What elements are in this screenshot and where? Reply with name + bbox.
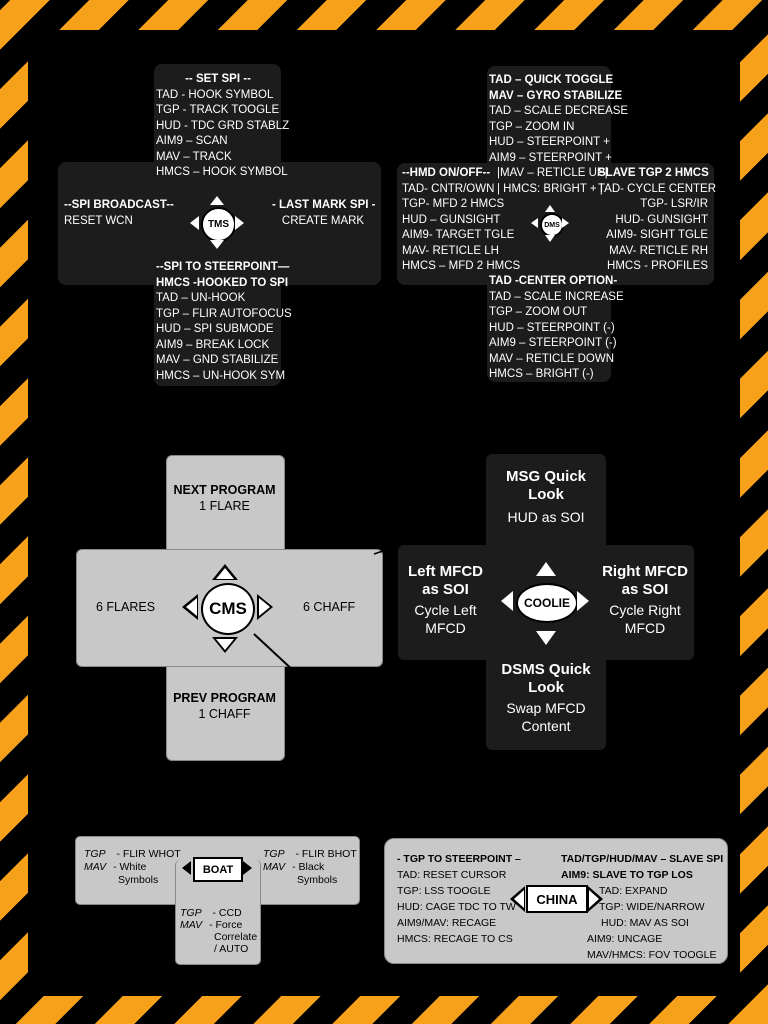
boat-center-text: TGP - CCD MAV - Force Correlate / AUTO [180, 907, 258, 955]
coolie-down-text: DSMS Quick Look Swap MFCD Content [501, 661, 591, 734]
boat-center-label: CENTER [196, 967, 238, 978]
coolie-up-text: MSG Quick Look HUD as SOI [505, 468, 587, 525]
china-aft-label: AFT [396, 818, 420, 832]
cms-depress-text: (CMS DEPRESS) ECM ON/OFF ACTIVATE PROGRA… [304, 687, 432, 733]
cms-down-arrow-fill [216, 639, 234, 650]
tms-hat-button[interactable]: TMS [201, 207, 236, 242]
coolie-top-leader-line [373, 545, 399, 555]
china-left-text: - TGP TO STEERPOINT – TAD: RESET CURSOR … [397, 853, 521, 945]
boat-hat-label: BOAT [202, 863, 234, 876]
tms-right-label: RIGHT [328, 144, 369, 159]
cms-down-text: PREV PROGRAM 1 CHAFF [173, 691, 276, 721]
boat-right-text: TGP - FLIR BHOT MAV - Black Symbols [263, 848, 357, 886]
dms-left-arrow-icon [531, 218, 538, 228]
cms-right-arrow-fill [259, 598, 270, 616]
coolie-left-label: LEFT [406, 524, 441, 540]
coolie-up-arrow-icon [536, 562, 556, 576]
cms-hat-button[interactable]: CMS [201, 583, 255, 635]
dms-up-text: TAD – QUICK TOGGLE MAV – GYRO STABILIZE … [489, 74, 629, 164]
cms-right-text: 6 CHAFF [303, 600, 356, 614]
coolie-hat-label: COOLIE [523, 596, 570, 610]
dms-right-arrow-icon [562, 218, 569, 228]
coolie-left-arrow-icon [501, 591, 513, 611]
tms-forward-label: FORWARD [178, 46, 245, 61]
cms-left-text: 6 FLARES [96, 600, 156, 614]
coolie-down-arrow-icon [536, 631, 556, 645]
dms-hat-button[interactable]: DMS [540, 213, 564, 237]
dms-up-arrow-icon [545, 205, 555, 212]
cms-left-arrow-fill [186, 598, 197, 616]
coolie-up-label: UP [531, 433, 551, 449]
tms-right-arrow-icon [235, 216, 244, 230]
tms-left-label: LEFT [68, 144, 101, 159]
china-hat-label: CHINA [536, 891, 578, 907]
dms-mid-text: |MAV – RETICLE UP| | HMCS: BRIGHT + | [497, 167, 608, 195]
tms-left-text: --SPI BROADCAST-- RESET WCN [64, 199, 174, 227]
tms-aft-label: AFT [205, 388, 231, 403]
coolie-down-label: DOWN [521, 753, 566, 769]
coolie-right-label: RIGHT [629, 524, 673, 540]
boat-leader-line [216, 813, 228, 837]
coolie-hat-button[interactable]: COOLIE [516, 583, 578, 623]
dms-forward-label: FORWARD [512, 49, 579, 64]
tms-hat-label: TMS [207, 219, 230, 230]
china-right-text: TAD/TGP/HUD/MAV – SLAVE SPI AIM9: SLAVE … [561, 853, 724, 961]
cms-forward-label: FORWARD [181, 436, 254, 452]
china-hat-button[interactable]: CHINA [526, 885, 588, 913]
tms-down-arrow-icon [210, 240, 224, 249]
dms-down-arrow-icon [545, 235, 555, 242]
dms-down-text: TAD -CENTER OPTION- TAD – SCALE INCREASE… [489, 275, 624, 380]
boat-hat-button[interactable]: BOAT [193, 857, 243, 882]
tms-right-text: - LAST MARK SPI - CREATE MARK [272, 199, 376, 227]
cms-hat-label: CMS [209, 599, 247, 618]
cms-depress-leader-line [253, 633, 311, 687]
tms-left-arrow-icon [190, 216, 199, 230]
dms-hat-label: DMS [544, 221, 560, 229]
cms-right-label: RIGHT [313, 529, 357, 545]
dms-right-label: RIGHT [658, 144, 699, 159]
tms-down-text: --SPI TO STEERPOINT— HMCS -HOOKED TO SPI… [156, 261, 292, 382]
coolie-right-arrow-icon [577, 591, 589, 611]
long-press-note: BOLD COMMANDS = LONG PRESS [283, 48, 483, 62]
coolie-right-text: Right MFCD as SOI Cycle Right MFCD [602, 563, 688, 636]
boat-aft-label: AFT [86, 822, 106, 833]
cms-up-arrow-fill [216, 568, 234, 579]
tms-up-text: -- SET SPI -- TAD - HOOK SYMBOL TGP - TR… [156, 73, 290, 178]
china-left-arrow-fill [514, 890, 524, 908]
boat-cross-joint [176, 890, 259, 906]
dms-left-text: --HMD ON/OFF-- TAD- CNTR/OWN TGP- MFD 2 … [402, 167, 521, 272]
coolie-left-text: Left MFCD as SOI Cycle Left MFCD [408, 563, 483, 636]
cms-left-label: LEFT [86, 529, 121, 545]
boat-forward-label: FORWARD [293, 822, 345, 833]
china-right-arrow-fill [589, 890, 599, 908]
dms-left-label: LEFT [404, 144, 437, 159]
boat-left-arrow-icon [182, 861, 191, 875]
dms-right-text: SLAVE TGP 2 HMCS TAD- CYCLE CENTER TGP- … [598, 167, 716, 272]
boat-right-arrow-icon [243, 861, 252, 875]
dms-aft-label: AFT [538, 382, 564, 397]
boat-left-text: TGP - FLIR WHOT MAV - White Symbols [84, 848, 181, 886]
cms-up-text: NEXT PROGRAM 1 FLARE [173, 483, 276, 513]
cms-aft-label: AFT [209, 764, 237, 780]
china-forward-label: FORWARD [646, 818, 708, 832]
tms-up-arrow-icon [210, 196, 224, 205]
